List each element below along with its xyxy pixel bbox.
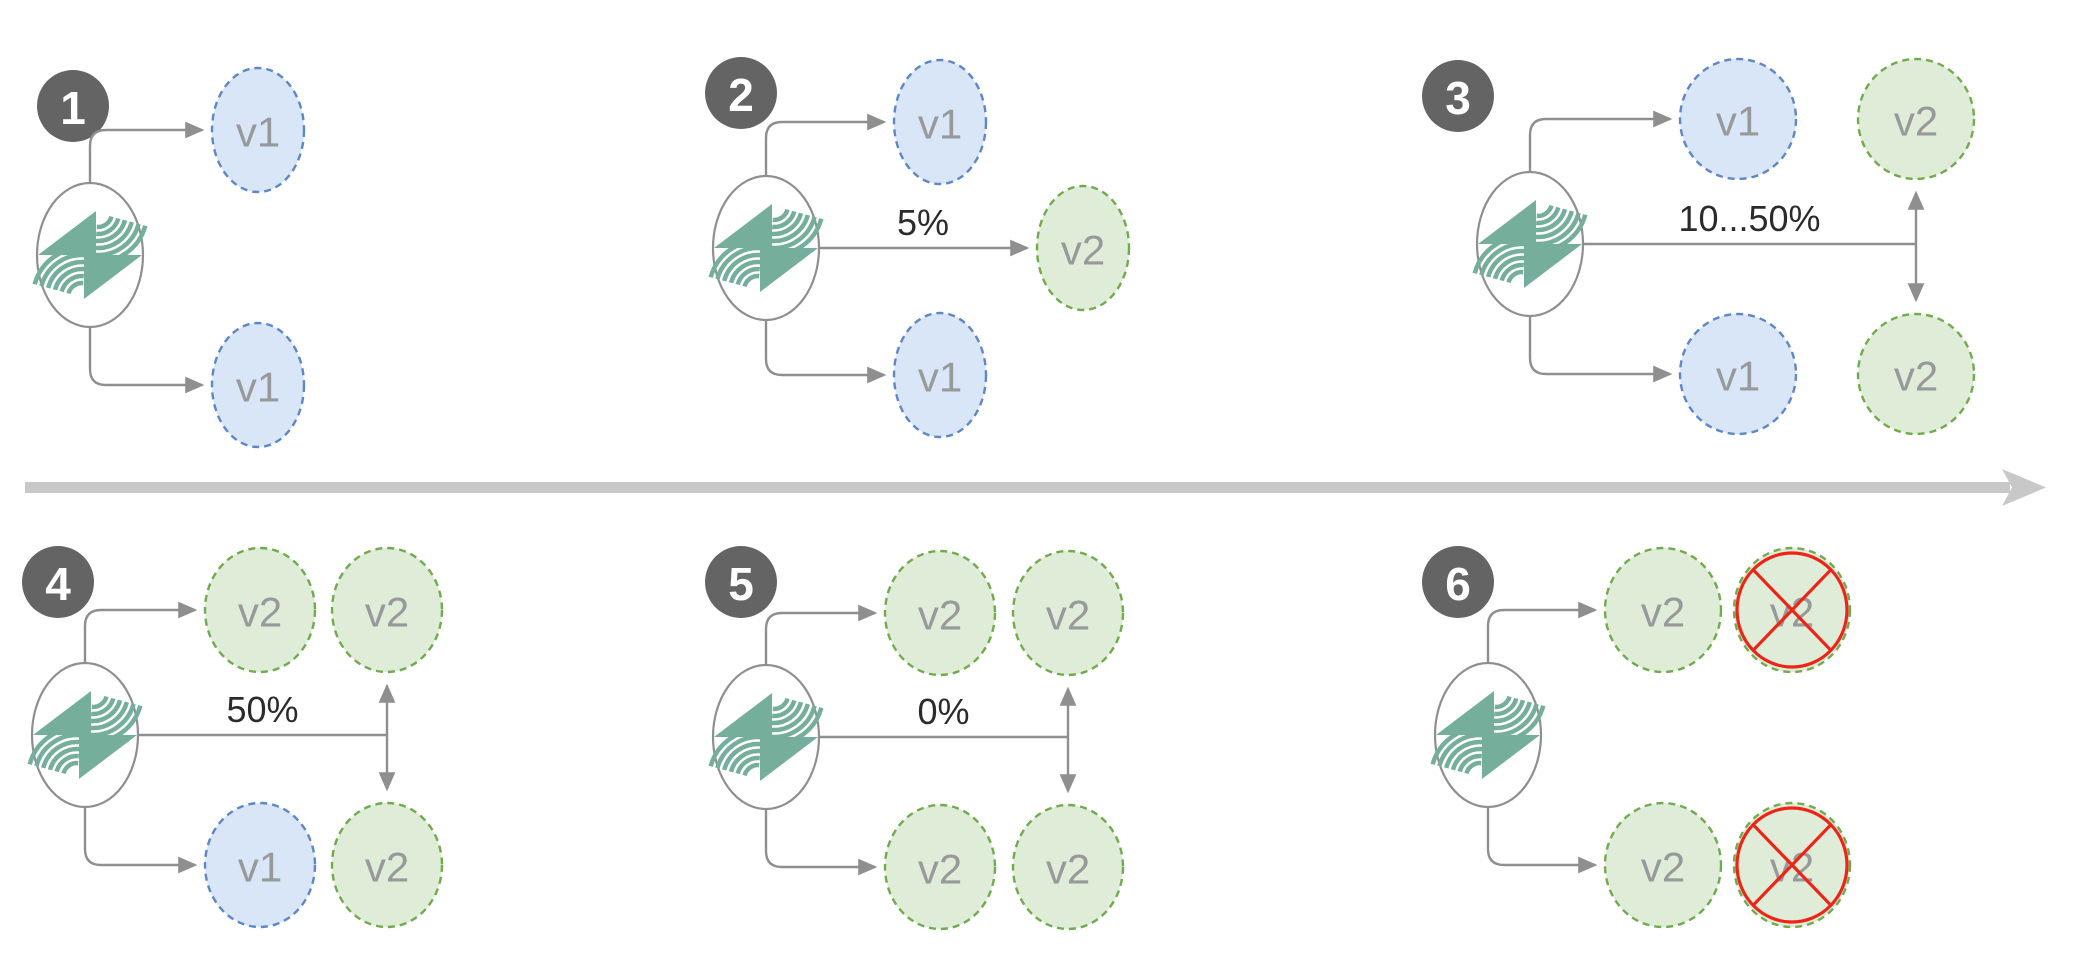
stage-panel-2: 2 5% v1 v1 v2 xyxy=(705,57,1131,439)
traffic-percent-label: 10...50% xyxy=(1678,198,1820,239)
stage-number-badge xyxy=(37,70,109,142)
traffic-switch-logo-icon xyxy=(1430,691,1546,779)
connector-arrow-bottom xyxy=(764,320,887,384)
service-node-v1 xyxy=(210,66,306,194)
service-node-v2 xyxy=(1035,184,1131,312)
traffic-switch-logo-icon xyxy=(27,691,143,779)
traffic-switch-logo-icon xyxy=(708,693,824,781)
traffic-percent-label: 0% xyxy=(917,691,969,732)
traffic-percent-label: 5% xyxy=(897,202,949,243)
stage-number: 5 xyxy=(728,558,754,610)
service-node-label: v2 xyxy=(365,844,409,891)
service-node-v1 xyxy=(1678,57,1798,181)
stage-panel-6: 6v2v2v2v2 xyxy=(1422,546,1852,929)
cross-x-icon xyxy=(1751,568,1833,652)
timeline-arrowhead-icon xyxy=(2002,469,2046,506)
service-node-v2 xyxy=(883,549,997,677)
stage-number-badge xyxy=(1422,60,1494,132)
service-node-v2 xyxy=(330,801,444,929)
connector-arrow-top xyxy=(88,121,205,183)
connector-arrow-bottom xyxy=(1528,316,1673,383)
timeline-arrow-shaft xyxy=(25,482,2010,493)
service-node-v2 xyxy=(1856,312,1976,436)
traffic-switch-logo-icon xyxy=(1472,200,1588,288)
connector-arrow-bottom xyxy=(83,807,198,874)
stage-panel-4: 4 50% v2 v1 v2 v2 xyxy=(22,546,444,929)
service-node-v1 xyxy=(892,58,988,186)
service-node-label: v1 xyxy=(236,364,280,411)
service-node-label: v2 xyxy=(1894,353,1938,400)
service-node-v2 xyxy=(203,546,317,674)
service-node-label: v1 xyxy=(918,354,962,401)
service-node-label: v2 xyxy=(1046,592,1090,639)
connector-arrow-top xyxy=(764,113,887,176)
terminated-circle-icon xyxy=(1735,806,1849,924)
service-node-v2 xyxy=(1603,546,1723,674)
service-node-v1 xyxy=(1678,312,1798,436)
service-node-label: v2 xyxy=(365,589,409,636)
traffic-percent-label: 50% xyxy=(226,689,298,730)
connector-arrow-bottom xyxy=(764,809,878,876)
service-node-label: v2 xyxy=(1641,844,1685,891)
service-node-v1 xyxy=(892,311,988,439)
connector-arrow-top xyxy=(764,604,878,665)
connector-arrow-top xyxy=(1528,110,1673,172)
terminated-circle-icon xyxy=(1735,551,1849,669)
service-node-label: v2 xyxy=(1641,589,1685,636)
service-node-v2 xyxy=(1011,803,1125,931)
service-node-v1 xyxy=(203,801,317,929)
service-node-v2 xyxy=(883,803,997,931)
service-node-label: v2 xyxy=(918,846,962,893)
connector-arrow-bottom xyxy=(88,327,205,394)
service-node-v2 xyxy=(1603,801,1723,929)
service-node-label: v2 xyxy=(918,592,962,639)
connector-arrow-bottom xyxy=(1486,807,1598,874)
stage-number-badge xyxy=(705,546,777,618)
traffic-switch-logo-icon xyxy=(32,211,148,299)
stage-number-badge xyxy=(1422,546,1494,618)
timeline xyxy=(0,465,2086,510)
connector-arrow-top xyxy=(83,601,198,663)
service-node-label: v2 xyxy=(238,589,282,636)
stage-number: 4 xyxy=(45,558,71,610)
stage-panel-1: 1 v1 v1 xyxy=(32,66,306,449)
stage-number-badge xyxy=(705,57,777,129)
service-node-v2 xyxy=(1856,57,1976,181)
stage-number: 3 xyxy=(1445,72,1471,124)
service-node-label: v2 xyxy=(1046,846,1090,893)
stage-number: 6 xyxy=(1445,558,1471,610)
stage-panel-5: 5 0% v2 v2 v2 v2 xyxy=(705,546,1125,931)
stage-panel-3: 3 10...50% v1 v1 v2 v2 xyxy=(1422,57,1976,436)
stage-number: 1 xyxy=(60,82,86,134)
service-node-v1 xyxy=(210,321,306,449)
service-node-label: v2 xyxy=(1894,98,1938,145)
stage-number: 2 xyxy=(728,69,754,121)
service-node-label: v1 xyxy=(918,101,962,148)
service-node-label: v2 xyxy=(1061,227,1105,274)
traffic-switch-logo-icon xyxy=(708,204,824,292)
service-node-label: v1 xyxy=(1716,98,1760,145)
stage-number-badge xyxy=(22,546,94,618)
connector-arrow-top xyxy=(1486,601,1598,663)
stages-row-1: 1 v1 v1 2 5% v1 v1 v2 3 10...50% v1 v1 v2 v2 xyxy=(0,25,2086,465)
service-node-label: v1 xyxy=(236,109,280,156)
service-node-v2 xyxy=(1011,549,1125,677)
service-node-label: v1 xyxy=(1716,353,1760,400)
service-node-v2 xyxy=(330,546,444,674)
cross-x-icon xyxy=(1751,823,1833,907)
timeline-arrow xyxy=(25,469,2046,506)
service-node-label: v1 xyxy=(238,844,282,891)
